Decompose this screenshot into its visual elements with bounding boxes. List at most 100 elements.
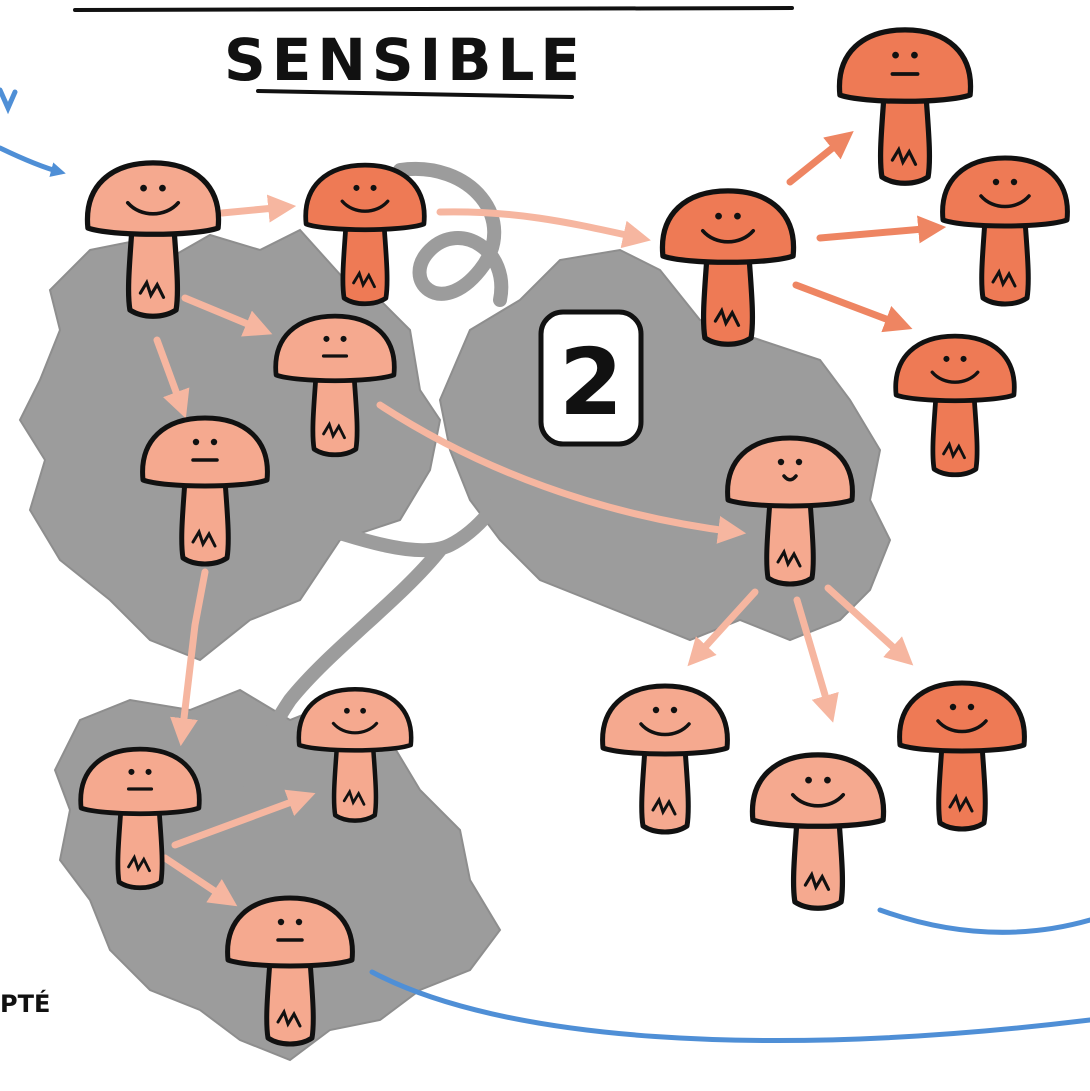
mushroom-eye (353, 184, 360, 191)
mushroom-cap (659, 188, 797, 265)
mushroom-cap (836, 27, 974, 104)
mushroom-eye (145, 768, 152, 775)
mushroom-stem-mark (352, 270, 376, 289)
flow-arrow-bottom (369, 969, 1090, 1043)
mushroom-left-middle (140, 415, 270, 567)
mushroom-mouth (979, 194, 1031, 209)
mushroom-eye (323, 335, 330, 342)
mushroom-cap (296, 686, 414, 753)
mushroom-mouth (790, 792, 846, 808)
mushroom-eye (715, 212, 722, 220)
mushroom-eye (159, 184, 166, 192)
mushroom-stem-mark (342, 788, 366, 806)
mushroom-bottom-left (78, 746, 202, 891)
mushroom-mouth (331, 721, 379, 735)
step-number-badge: 2 (538, 309, 644, 447)
mushroom-bottom-right-a (600, 683, 730, 835)
mushroom-eye (824, 776, 831, 784)
mushroom-stem-mark (890, 145, 918, 166)
mushroom-stem (877, 92, 933, 186)
mushroom-upper-middle (273, 313, 397, 458)
mushroom-bottom-left-small (296, 686, 414, 823)
top-divider-line (73, 6, 794, 12)
mushroom-cap (893, 333, 1017, 404)
mushroom-eye (652, 706, 660, 714)
title-underline (256, 89, 574, 99)
mushroom-eye (370, 184, 377, 191)
mushroom-center (725, 435, 855, 587)
mushroom-eye (360, 707, 366, 714)
mushroom-mouth (340, 199, 390, 213)
flow-arrows (0, 87, 1090, 1043)
mushroom-stem-mark (713, 306, 741, 327)
mushroom-eye (128, 768, 135, 775)
mushroom-eye (140, 184, 147, 192)
mushroom-eye (777, 458, 785, 466)
mushroom-stem (264, 957, 316, 1047)
mushroom-mouth (782, 474, 798, 482)
mushroom-eye (805, 776, 812, 784)
mushrooms-layer (78, 27, 1070, 1047)
mushroom-mouth (125, 200, 181, 216)
mushroom-eye (670, 706, 678, 714)
mushroom-stem-mark (942, 441, 966, 460)
mushroom-stem (125, 225, 181, 319)
mushroom-stem (930, 392, 980, 478)
mushroom-eye (192, 438, 200, 446)
mushroom-eye (967, 703, 975, 711)
mushroom-mouth (639, 722, 691, 737)
mushroom-stem-mark (776, 548, 802, 568)
mushroom-eye (277, 918, 285, 926)
mushroom-stem-mark (322, 421, 346, 440)
mushroom-mouth (930, 370, 980, 384)
mushroom-eye (795, 458, 803, 466)
mushroom-eye (734, 212, 741, 220)
mushroom-stem (310, 372, 360, 458)
mushroom-eye (943, 355, 950, 362)
flow-arrow-right (877, 907, 1090, 935)
vine-leaves (18, 228, 892, 1062)
mushroom-eye (210, 438, 218, 446)
mushroom-cap (225, 895, 355, 969)
mushroom-cap (940, 155, 1070, 229)
mushroom-stem-mark (138, 278, 166, 299)
mushroom-cap (600, 683, 730, 757)
mushroom-bottom-right-c (897, 680, 1027, 832)
title-text: SENSIBLE (224, 26, 586, 94)
mushroom-stem (700, 253, 756, 347)
mushroom-stem (115, 805, 165, 891)
flow-arrow-in (0, 145, 66, 177)
mushroom-center-right (659, 188, 797, 347)
mushroom-eye (344, 707, 350, 714)
mushroom-eye (992, 178, 1000, 186)
mushroom-stem (936, 742, 988, 832)
mushroom-stem (179, 477, 231, 567)
mushroom-eye (892, 51, 899, 59)
mushroom-stem (764, 497, 816, 587)
flow-arrow-in-top (0, 87, 18, 115)
mushroom-cap (84, 160, 222, 237)
mushroom-stem-mark (127, 854, 151, 873)
mushroom-eye (960, 355, 967, 362)
mushroom-stem (790, 817, 846, 911)
mushroom-mouth (700, 228, 756, 244)
mushroom-cap (303, 162, 427, 233)
mushroom-stem (331, 742, 379, 823)
mushroom-cap (78, 746, 202, 817)
mushroom-eye (295, 918, 303, 926)
mushroom-bottom-right-b (749, 752, 887, 911)
mushroom-cap (725, 435, 855, 509)
spread-arrows (153, 131, 947, 907)
mushroom-stem (639, 745, 691, 835)
mushroom-cap (140, 415, 270, 489)
mushroom-top-left (84, 160, 222, 319)
mushroom-stem-mark (991, 268, 1017, 288)
step-number-text: 2 (559, 329, 623, 436)
mushroom-right-upper (940, 155, 1070, 307)
mushroom-cap (749, 752, 887, 829)
mushroom-cap (273, 313, 397, 384)
mushroom-stem-mark (803, 870, 831, 891)
mushroom-stem-mark (276, 1008, 302, 1028)
